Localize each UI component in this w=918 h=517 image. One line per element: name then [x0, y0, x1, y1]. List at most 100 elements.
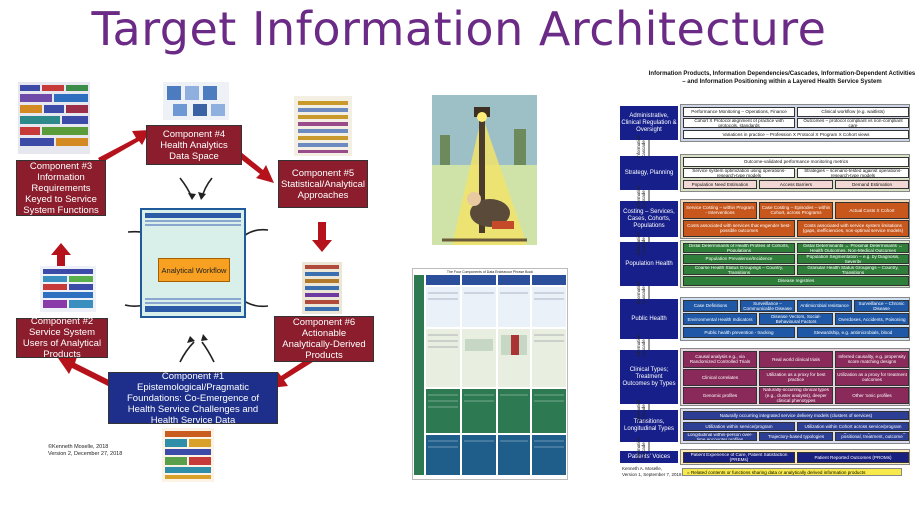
tier-7-cell-6[interactable]: Segmented trajectories reflecting positi… [835, 432, 909, 442]
cascade-label-1: Information Cascade [636, 135, 646, 158]
component-4-thumbnail [163, 82, 229, 120]
tier-5-cell-3[interactable]: Antimicrobial resistance [797, 300, 852, 312]
curve-arrow-7 [179, 341, 195, 363]
component-6-thumbnail [302, 262, 342, 314]
tier-4-cell-4[interactable]: Population Segmentation – e.g. by Diagno… [797, 254, 909, 264]
component-5-thumbnail [294, 96, 352, 156]
tier-5-cell-4[interactable]: Surveillance – Chronic Disease [854, 300, 909, 312]
tier-5-cell-2[interactable]: Surveillance – Communicable Disease [740, 300, 795, 312]
tier-band-2: Outcome-validated performance monitoring… [680, 154, 910, 192]
curve-arrow-8 [201, 341, 215, 363]
tier-5-cell-7[interactable]: Overdoses, Accidents, Poisoning [835, 313, 909, 326]
tier-6-cell-9[interactable]: Other 'omic profiles [835, 387, 909, 404]
cascade-label-7: Information Cascade [636, 437, 646, 460]
tier-label-2: Strategy, Planning [620, 156, 678, 190]
tier-6-cell-6[interactable]: Utilization as a proxy for treatment out… [835, 369, 909, 386]
tier-label-8: Patients' Voices [620, 451, 678, 463]
tier-4-cell-2[interactable]: Distal Determinants ↔ Proximal Determina… [797, 243, 909, 253]
left-credit-line-1: ©Kenneth Moselle, 2018 [48, 444, 109, 450]
tier-label-4: Population Health [620, 242, 678, 286]
tier-2-cell-5[interactable]: Access Barriers [759, 179, 833, 190]
right-credit: Kenneth A. Moselle, Version 1, September… [622, 466, 682, 477]
tier-5-cell-6[interactable]: Disease Vectors, Social-Behavioural Fact… [759, 313, 833, 326]
component-3-box[interactable]: Component #3 Information Requirements Ke… [16, 160, 106, 216]
arrow-c1-c2 [58, 357, 111, 386]
tier-4-cell-3[interactable]: Population Prevalence/Incidence [683, 254, 795, 264]
tier-7-cell-3[interactable]: Utilization within Cohort across service… [797, 421, 909, 431]
cascade-label-5: Information Cascade [636, 334, 646, 357]
arrow-c3-c4 [98, 130, 150, 163]
center-panel: Analytical Workflow [140, 208, 246, 318]
right-credit-line-2: Version 1, September 7, 2018 [622, 471, 682, 477]
component-4-box[interactable]: Component #4 Health Analytics Data Space [146, 125, 242, 165]
analytical-workflow-box[interactable]: Analytical Workflow [158, 258, 230, 282]
tier-label-3: Costing – Services, Cases, Cohorts, Popu… [620, 201, 678, 237]
tier-2-cell-2[interactable]: Service system optimization using operat… [683, 168, 795, 179]
component-6-text: Actionable Analytically-Derived Products [282, 328, 366, 361]
tier-3-cell-4[interactable]: Costs associated with services that enge… [683, 220, 795, 237]
tier-4-cell-7[interactable]: Disease registries [683, 276, 909, 286]
component-3-thumbnail [18, 82, 90, 154]
tier-4-cell-5[interactable]: Coarse Health Status Groupings – Country… [683, 265, 795, 275]
component-4-text: Health Analytics Data Space [160, 139, 228, 162]
right-panel-title: Information Products, Information Depend… [648, 71, 916, 85]
tier-6-cell-1[interactable]: Causal analysis e.g., via Randomized Con… [683, 351, 757, 368]
tier-7-cell-2[interactable]: Utilization within service/program [683, 421, 795, 431]
tier-4-cell-6[interactable]: Granular Health Status Groupings – Count… [797, 265, 909, 275]
component-3-text: Information Requirements Keyed to Servic… [23, 171, 99, 216]
tier-3-cell-1[interactable]: Service Costing – within Program - Inter… [683, 202, 757, 219]
center-panel-header-bar [145, 213, 241, 218]
tier-5-cell-1[interactable]: Case Definitions [683, 300, 738, 312]
streetlight-cartoon-image [432, 95, 537, 245]
component-1-label: Component #1 [161, 370, 225, 382]
tier-label-1: Administrative, Clinical Regulation & Ov… [620, 106, 678, 140]
tier-8-cell-2[interactable]: Patient Reported Outcomes (PROMs) [797, 452, 909, 463]
tier-1-cell-1[interactable]: Performance Monitoring – Operations, Fin… [683, 107, 795, 117]
component-6-box[interactable]: Component #6 Actionable Analytically-Der… [274, 316, 374, 362]
tier-band-1: Performance Monitoring – Operations, Fin… [680, 104, 910, 142]
component-4-label: Component #4 [162, 128, 226, 140]
legend-bar: = Related contents or functions sharing … [682, 468, 902, 476]
tier-6-cell-3[interactable]: Inferred causality, e.g. propensity scor… [835, 351, 909, 368]
tier-7-cell-4[interactable]: Longitudinal within-person over-time enc… [683, 432, 757, 442]
tier-6-cell-5[interactable]: Utilization as a proxy for best practice [759, 369, 833, 386]
tier-label-5: Public Health [620, 299, 678, 339]
tier-6-cell-7[interactable]: Genomic profiles [683, 387, 757, 404]
tier-5-cell-9[interactable]: Stewardship, e.g. antimicrobials, blood [797, 326, 909, 339]
right-credit-line-1: Kenneth A. Moselle, [622, 466, 663, 471]
tier-2-cell-4[interactable]: Population Need Estimation [683, 179, 757, 190]
tier-3-cell-2[interactable]: Case Costing – Episodes – within Cohort,… [759, 202, 833, 219]
tier-7-cell-5[interactable]: Trajectory-based typologies [759, 432, 833, 442]
tier-6-cell-2[interactable]: Real world clinical trials [759, 351, 833, 368]
component-1-box[interactable]: Component #1 Epistemological/Pragmatic F… [108, 370, 278, 426]
tier-8-cell-1[interactable]: Patient Experience of Care, Patient Sati… [683, 452, 795, 463]
tier-7-cell-1[interactable]: Naturally occurring integrated service d… [683, 411, 909, 421]
tier-1-cell-5[interactable]: Variations in practice – Profession X Pr… [683, 129, 909, 140]
component-2-box[interactable]: Component #2 Service System Users of Ana… [16, 316, 108, 360]
cascade-label-3: Information Cascade [636, 232, 646, 255]
tier-1-cell-4[interactable]: Outcomes – protocol compliant vs non-com… [797, 118, 909, 129]
tier-6-cell-8[interactable]: Naturally-occurring clinical types (e.g.… [759, 387, 833, 404]
tier-2-cell-3[interactable]: Strategies – scenario-tested against ope… [797, 168, 909, 179]
tier-3-cell-3[interactable]: Actual Costs X Cohort [835, 202, 909, 219]
arrow-c4-c5 [233, 148, 274, 183]
tier-5-cell-5[interactable]: Environmental Health Indicators [683, 313, 757, 326]
cascade-label-4: Information Cascade [636, 281, 646, 304]
tier-4-cell-1[interactable]: Distal Determinants of Health Profiles o… [683, 243, 795, 253]
tier-3-cell-5[interactable]: Costs associated with service system lim… [797, 220, 909, 237]
tier-band-3: Service Costing – within Program - Inter… [680, 199, 910, 239]
component-5-box[interactable]: Component #5 Statistical/Analytical Appr… [278, 160, 368, 208]
left-credit-line-2: Version 2, December 27, 2018 [48, 451, 123, 457]
tier-6-cell-4[interactable]: Clinical correlates [683, 369, 757, 386]
tier-1-cell-2[interactable]: Clinical workflow (e.g. waitlists) [797, 107, 909, 117]
arrow-c5-c6 [312, 222, 332, 252]
tier-5-cell-8[interactable]: Public health prevention - tracking [683, 326, 795, 339]
component-2-text: Service System Users of Analytical Produ… [22, 327, 102, 360]
tier-band-7: Naturally occurring integrated service d… [680, 408, 910, 444]
component-5-text: Statistical/Analytical Approaches [281, 178, 365, 201]
tier-2-cell-6[interactable]: Demand Estimation [835, 179, 909, 190]
component-2-thumbnail [40, 266, 96, 312]
tier-2-cell-1[interactable]: Outcome-validated performance monitoring… [683, 157, 909, 167]
tier-1-cell-3[interactable]: Cohort X Protocol alignment of practice … [683, 118, 795, 129]
